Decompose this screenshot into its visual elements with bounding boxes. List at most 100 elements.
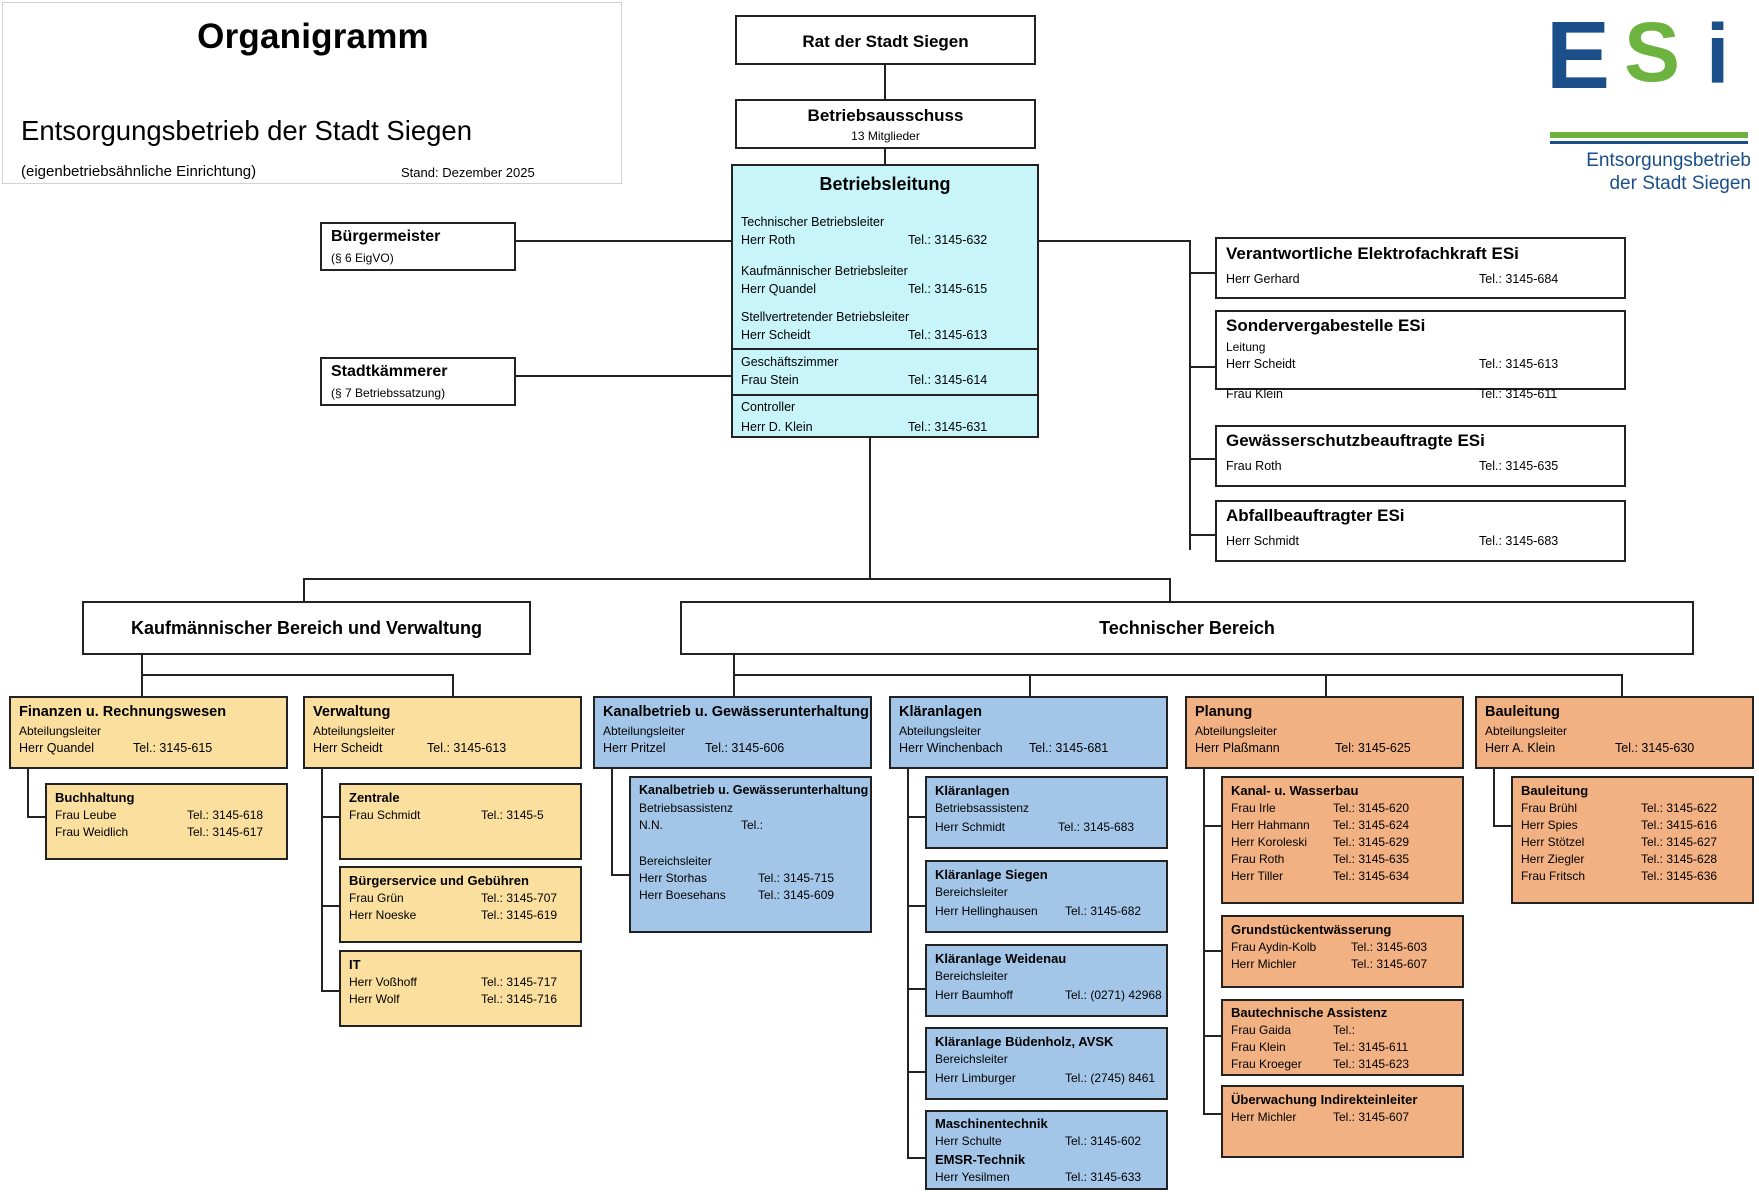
person-phone: Tel.: 3145-603	[1351, 940, 1428, 954]
box-zentrale: Zentrale Frau Schmidt Tel.: 3145-5	[339, 783, 582, 860]
box-betriebsausschuss: Betriebsausschuss 13 Mitglieder	[735, 99, 1036, 149]
connector-it	[321, 990, 339, 992]
person-phone: Tel.: 3145-607	[1351, 957, 1428, 971]
person-name: Frau Klein	[1231, 1040, 1286, 1054]
box-klaeranlage-weidenau: Kläranlage Weidenau Bereichsleiter Herr …	[925, 944, 1168, 1017]
box-title: Maschinentechnik	[935, 1116, 1048, 1131]
connector-staff-2	[1189, 366, 1215, 368]
person-phone: Tel.:	[1333, 1023, 1356, 1037]
verwaltung-trunk	[321, 769, 323, 990]
person-phone: Tel.: (0271) 42968	[1065, 988, 1162, 1002]
box-title: Kläranlagen	[899, 704, 982, 720]
person-name: Herr Hahmann	[1231, 818, 1310, 832]
connector-verwaltung	[452, 674, 454, 696]
person-name: N.N.	[639, 818, 663, 832]
person-phone: Tel.: 3145-635	[1479, 459, 1559, 473]
person-phone: Tel.: 3145-630	[1615, 741, 1695, 755]
connector-staff-1	[1189, 272, 1215, 274]
person-phone: Tel.: 3145-682	[1065, 904, 1142, 918]
person-name: Herr Stötzel	[1521, 835, 1585, 849]
person-phone: Tel.: 3145-684	[1479, 272, 1559, 286]
box-subtitle: Abteilungsleiter	[19, 724, 102, 738]
connector-to-kaufmaennisch	[303, 578, 305, 601]
divider	[733, 394, 1037, 396]
person-phone: Tel.: 3145-617	[187, 825, 264, 839]
connector-ausschuss-to-leitung	[884, 149, 886, 164]
person-phone: Tel.: 3145-619	[481, 908, 558, 922]
connector-staff-3	[1189, 458, 1215, 460]
person-name: Frau Irle	[1231, 801, 1276, 815]
kaufmaennisch-down	[141, 655, 143, 674]
person-name: Herr Baumhoff	[935, 988, 1013, 1002]
division-split-bar	[303, 578, 1171, 580]
person-phone: Tel.: 3145-624	[1333, 818, 1410, 832]
connector-klaer-4	[907, 1071, 925, 1073]
box-title: Verwaltung	[313, 704, 391, 720]
box-title: Finanzen u. Rechnungswesen	[19, 704, 227, 720]
person-name: Herr Scheidt	[741, 328, 811, 342]
box-verwaltung: Verwaltung Abteilungsleiter Herr Scheidt…	[303, 696, 582, 769]
box-subtitle: Bereichsleiter	[935, 969, 1008, 983]
person-phone: Tel.: 3145-613	[427, 741, 507, 755]
person-name: Herr Limburger	[935, 1071, 1016, 1085]
box-title: Kanal- u. Wasserbau	[1231, 783, 1359, 798]
logo-letter-e: E	[1546, 2, 1610, 109]
box-technischer-bereich: Technischer Bereich	[680, 601, 1694, 655]
connector-planung	[1325, 674, 1327, 696]
logo-letter-i: i	[1706, 7, 1730, 101]
person-name: Herr Scheidt	[1226, 357, 1296, 371]
person-name: Herr Spies	[1521, 818, 1578, 832]
box-gewaesserschutzbeauftragte: Gewässerschutzbeauftragte ESi Frau Roth …	[1215, 425, 1626, 487]
staff-trunk	[1189, 240, 1191, 550]
person-phone: Tel.: 3145-618	[187, 808, 264, 822]
connector-klaer-1	[907, 816, 925, 818]
box-subtitle: Betriebsassistenz	[935, 801, 1030, 815]
box-title: Verantwortliche Elektrofachkraft ESi	[1226, 244, 1519, 263]
person-phone: Tel.: 3145-5	[481, 808, 544, 822]
person-phone: Tel.: 3145-615	[908, 282, 988, 296]
box-elektrofachkraft: Verantwortliche Elektrofachkraft ESi Her…	[1215, 237, 1626, 299]
person-phone: Tel.: 3145-611	[1333, 1040, 1409, 1054]
person-name: Herr Koroleski	[1231, 835, 1308, 849]
person-name: Frau Brühl	[1521, 801, 1578, 815]
person-phone: Tel.: 3145-611	[1479, 387, 1558, 401]
planung-trunk	[1203, 769, 1205, 1115]
connector-klaer-5	[907, 1157, 925, 1159]
box-grundstueckentwaesserung: Grundstückentwässerung Frau Aydin-Kolb T…	[1221, 915, 1464, 988]
logo-bar-blue	[1550, 141, 1748, 144]
person-phone: Tel.: 3145-715	[758, 871, 835, 885]
person-name: Herr Tiller	[1231, 869, 1284, 883]
box-title: Gewässerschutzbeauftragte ESi	[1226, 431, 1485, 450]
person-name: Herr Quandel	[741, 282, 817, 296]
person-phone: Tel.: 3145-609	[758, 888, 835, 902]
person-name: Herr Hellinghausen	[935, 904, 1038, 918]
box-buchhaltung: Buchhaltung Frau Leube Tel.: 3145-618 Fr…	[45, 783, 288, 860]
connector-buchhaltung-b	[27, 816, 45, 818]
box-ueberwachung-indirekteinleiter: Überwachung Indirekteinleiter Herr Michl…	[1221, 1085, 1464, 1158]
person-name: Herr Roth	[741, 233, 796, 247]
connector-kanalbetrieb	[733, 674, 735, 696]
connector-zentrale	[321, 816, 339, 818]
box-title: Kläranlage Weidenau	[935, 951, 1067, 966]
logo-bar-green	[1550, 132, 1748, 138]
box-subtitle: Abteilungsleiter	[899, 724, 982, 738]
person-name: Herr Michler	[1231, 1110, 1297, 1124]
organization-name: Entsorgungsbetrieb der Stadt Siegen	[21, 115, 472, 146]
role-label: Controller	[741, 400, 796, 414]
person-name: Herr Schmidt	[1226, 534, 1299, 548]
connector-rat-to-ausschuss	[884, 65, 886, 99]
box-klaeranlage-siegen: Kläranlage Siegen Bereichsleiter Herr He…	[925, 860, 1168, 933]
kanalbetrieb-trunk	[611, 769, 613, 876]
person-name: Herr Ziegler	[1521, 852, 1585, 866]
box-klaeranlagen: Kläranlagen Abteilungsleiter Herr Winche…	[889, 696, 1168, 769]
box-subtitle: Bereichsleiter	[935, 1052, 1008, 1066]
person-name: Herr D. Klein	[741, 420, 813, 434]
box-subtitle: (§ 6 EigVO)	[331, 251, 394, 265]
person-phone: Tel.: 3145-634	[1333, 869, 1410, 883]
box-abfallbeauftragter: Abfallbeauftragter ESi Herr Schmidt Tel.…	[1215, 500, 1626, 562]
box-title: Überwachung Indirekteinleiter	[1231, 1092, 1418, 1107]
person-name: Herr Voßhoff	[349, 975, 417, 989]
role-label: Kaufmännischer Betriebsleiter	[741, 264, 908, 278]
connector-staff-4	[1189, 534, 1215, 536]
connector-planung-4	[1203, 1113, 1221, 1115]
